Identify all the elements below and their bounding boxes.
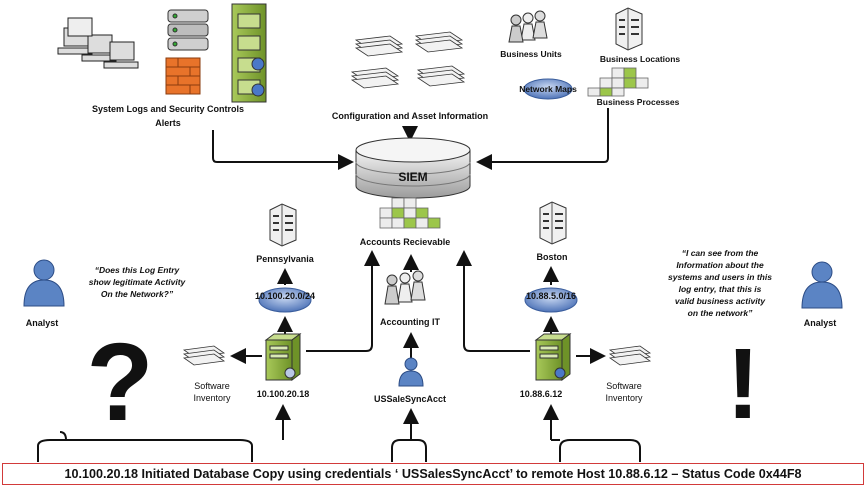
host-right-server-icon bbox=[534, 333, 572, 381]
boston-label: Boston bbox=[537, 252, 568, 262]
workstations-icon bbox=[57, 17, 139, 69]
siem-label: SIEM bbox=[398, 170, 427, 184]
business-locations-label: Business Locations bbox=[600, 54, 681, 64]
software-inventory-right-icon bbox=[608, 345, 652, 366]
siem-database-icon bbox=[355, 137, 471, 199]
exclamation-mark: ! bbox=[726, 328, 759, 440]
accounts-receivable-label: Accounts Recievable bbox=[360, 237, 451, 247]
analyst-left-icon bbox=[23, 259, 65, 307]
question-mark: ? bbox=[86, 321, 153, 444]
host-left-server-icon bbox=[264, 333, 302, 381]
building-icon bbox=[615, 7, 643, 51]
accounts-receivable-icon bbox=[379, 197, 441, 229]
quote-right-line-6: on the network” bbox=[688, 308, 753, 318]
quote-left-line-2: show legitimate Activity bbox=[89, 277, 187, 287]
quote-left-line-3: On the Network?” bbox=[101, 289, 174, 299]
quote-right-line-4: log entry, that this is bbox=[679, 284, 762, 294]
software-inventory-left-icon bbox=[182, 345, 226, 366]
hosts-to-receivable-arrows bbox=[306, 250, 530, 352]
pennsylvania-building-icon bbox=[269, 203, 297, 247]
accounting-it-group-icon bbox=[384, 270, 426, 305]
analyst-left-label: Analyst bbox=[26, 318, 59, 328]
inventory-left-label: Inventory bbox=[193, 393, 231, 403]
firewall-icon bbox=[165, 57, 201, 95]
log-entry-text: 10.100.20.18 Initiated Database Copy usi… bbox=[64, 467, 802, 481]
system-logs-label: System Logs and Security Controls bbox=[92, 104, 244, 114]
analyst-right-label: Analyst bbox=[804, 318, 837, 328]
log-entry-brackets bbox=[37, 404, 641, 462]
host-right-label: 10.88.6.12 bbox=[520, 389, 563, 399]
business-processes-label: Business Processes bbox=[597, 97, 680, 107]
network-maps-label: Network Maps bbox=[519, 84, 577, 94]
subnet-left-globe-icon bbox=[258, 287, 312, 313]
quote-right-line-5: valid business activity bbox=[675, 296, 767, 306]
business-units-icon bbox=[508, 10, 548, 43]
subnet-right-label: 10.88.5.0/16 bbox=[526, 291, 576, 301]
software-right-label: Software bbox=[606, 381, 642, 391]
business-units-label: Business Units bbox=[500, 49, 562, 59]
tower-server-icon bbox=[231, 3, 267, 103]
documents-icon bbox=[350, 31, 466, 89]
rack-server-icon bbox=[167, 9, 209, 51]
quote-right-line-1: “I can see from the bbox=[682, 248, 759, 258]
host-left-label: 10.100.20.18 bbox=[257, 389, 310, 399]
software-left-label: Software bbox=[194, 381, 230, 391]
config-assets-label: Configuration and Asset Information bbox=[332, 111, 488, 121]
user-account-icon bbox=[398, 357, 424, 387]
pennsylvania-label: Pennsylvania bbox=[256, 254, 315, 264]
analyst-right-icon bbox=[801, 261, 843, 309]
user-account-label: USSaleSyncAcct bbox=[374, 394, 446, 404]
boston-building-icon bbox=[539, 201, 567, 245]
subnet-left-label: 10.100.20.0/24 bbox=[255, 291, 315, 301]
inventory-right-label: Inventory bbox=[605, 393, 643, 403]
subnet-right-globe-icon bbox=[524, 287, 578, 313]
accounting-it-label: Accounting IT bbox=[380, 317, 440, 327]
log-entry-bar: 10.100.20.18 Initiated Database Copy usi… bbox=[2, 463, 864, 485]
alerts-label: Alerts bbox=[155, 118, 181, 128]
quote-right-line-2: Information about the bbox=[676, 260, 764, 270]
process-blocks-icon bbox=[587, 67, 649, 97]
quote-right-line-3: systems and users in this bbox=[668, 272, 772, 282]
network-globe-icon bbox=[523, 78, 573, 100]
quote-left-line-1: “Does this Log Entry bbox=[95, 265, 181, 275]
